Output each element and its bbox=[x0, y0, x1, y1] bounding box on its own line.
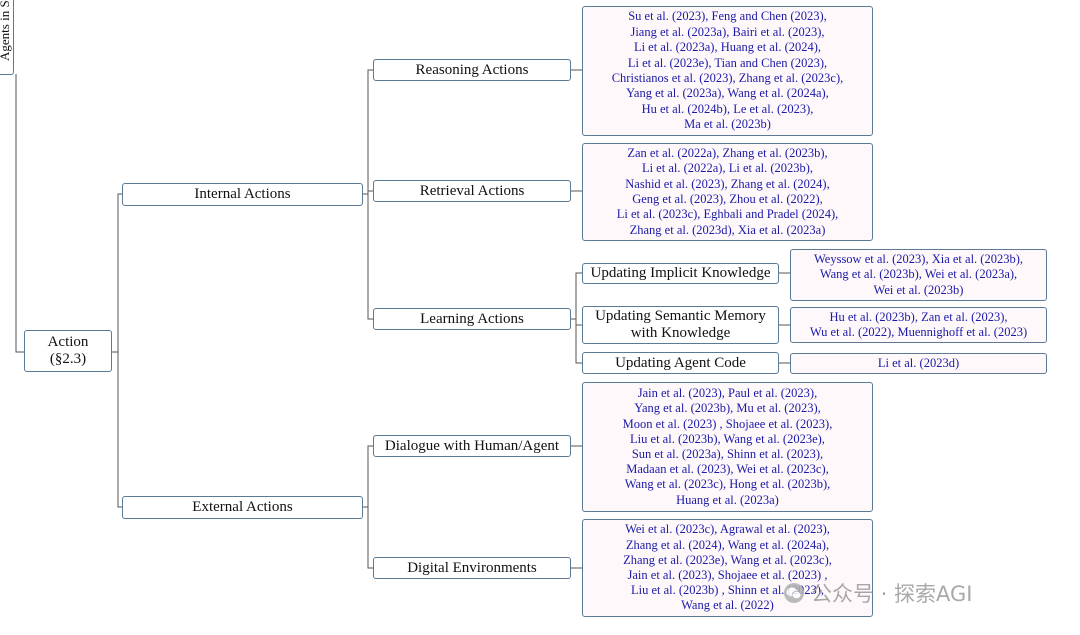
node-updating-implicit-knowledge-label: Updating Implicit Knowledge bbox=[590, 265, 771, 281]
node-learning-actions: Learning Actions bbox=[373, 308, 571, 330]
watermark-text: 公众号 · 探索AGI bbox=[811, 582, 973, 606]
node-updating-semantic-memory: Updating Semantic Memory with Knowledge bbox=[582, 306, 779, 344]
connector-internal bbox=[363, 69, 373, 320]
node-internal-actions-label: Internal Actions bbox=[194, 186, 291, 202]
connector-action bbox=[112, 193, 122, 508]
node-updating-agent-code-label: Updating Agent Code bbox=[615, 354, 746, 371]
citations-updating-agent-code: Li et al. (2023d) bbox=[790, 353, 1047, 374]
node-dialogue-human-agent-label: Dialogue with Human/Agent bbox=[384, 437, 560, 454]
node-updating-agent-code: Updating Agent Code bbox=[582, 352, 779, 374]
node-updating-semantic-memory-label: Updating Semantic Memory with Knowledge bbox=[595, 308, 766, 341]
root-node-label: Action bbox=[47, 334, 89, 350]
citations-updating-implicit-knowledge: Weyssow et al. (2023), Xia et al. (2023b… bbox=[790, 249, 1047, 301]
watermark: 公众号 · 探索AGI bbox=[783, 575, 973, 611]
citations-reasoning-actions: Su et al. (2023), Feng and Chen (2023), … bbox=[582, 6, 873, 136]
node-updating-implicit-knowledge: Updating Implicit Knowledge bbox=[582, 263, 779, 284]
node-digital-environments: Digital Environments bbox=[373, 557, 571, 579]
citations-retrieval-actions: Zan et al. (2022a), Zhang et al. (2023b)… bbox=[582, 143, 873, 241]
node-dialogue-human-agent: Dialogue with Human/Agent bbox=[373, 435, 571, 457]
root-node-section-ref: (§2.3) bbox=[49, 351, 87, 367]
wechat-icon bbox=[784, 583, 804, 603]
node-reasoning-actions-label: Reasoning Actions bbox=[415, 61, 529, 78]
citations-digital-environments: Wei et al. (2023c), Agrawal et al. (2023… bbox=[582, 519, 873, 617]
citations-updating-semantic-memory: Hu et al. (2023b), Zan et al. (2023), Wu… bbox=[790, 307, 1047, 343]
node-learning-actions-label: Learning Actions bbox=[420, 310, 524, 327]
connector-learning bbox=[571, 272, 582, 364]
node-reasoning-actions: Reasoning Actions bbox=[373, 59, 571, 81]
node-external-actions-label: External Actions bbox=[192, 499, 293, 515]
node-digital-environments-label: Digital Environments bbox=[407, 559, 537, 576]
side-section-label-text: Agents in S bbox=[0, 0, 12, 61]
node-external-actions: External Actions bbox=[122, 496, 363, 519]
node-retrieval-actions: Retrieval Actions bbox=[373, 180, 571, 202]
connector-root-side bbox=[15, 74, 24, 353]
citations-dialogue-human-agent: Jain et al. (2023), Paul et al. (2023), … bbox=[582, 382, 873, 512]
side-section-label: Agents in S bbox=[0, 0, 14, 75]
node-internal-actions: Internal Actions bbox=[122, 183, 363, 206]
node-retrieval-actions-label: Retrieval Actions bbox=[419, 182, 525, 199]
connector-external bbox=[363, 445, 373, 569]
root-node-action: Action (§2.3) bbox=[24, 330, 112, 372]
